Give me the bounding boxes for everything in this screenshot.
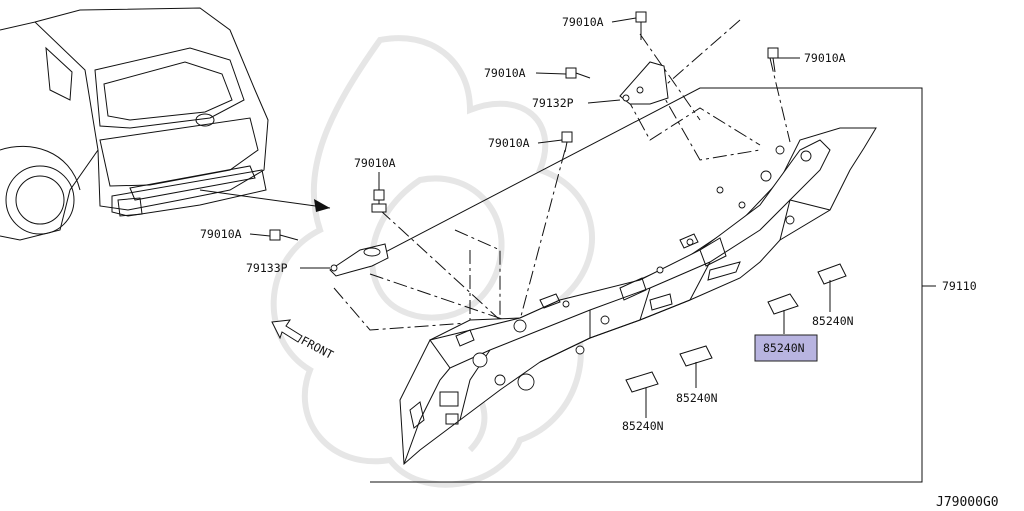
rear-panel-79110 [399, 127, 877, 466]
callout-labels: 79010A 79010A 79010A 79132P 79010A 79010… [200, 15, 977, 433]
leader-dash-lines [333, 19, 791, 331]
label-clip-d[interactable]: 85240N [622, 419, 664, 433]
bolt-icons [269, 11, 779, 241]
clip-icons [625, 263, 847, 393]
label-clip-a[interactable]: 85240N [812, 314, 854, 328]
label-bracket-right[interactable]: 79132P [532, 96, 574, 110]
label-bolt-center[interactable]: 79010A [488, 136, 530, 150]
bolt-icon [565, 67, 591, 79]
vehicle-rear-illustration [0, 7, 331, 241]
bolt-icon [635, 11, 647, 40]
label-bolt-left-lower[interactable]: 79010A [200, 227, 242, 241]
bolt-icon [371, 189, 387, 213]
clip-icon [817, 263, 847, 285]
label-bolt-top[interactable]: 79010A [562, 15, 604, 29]
label-bolt-mid-left[interactable]: 79010A [484, 66, 526, 80]
diagram-code: J79000G0 [936, 495, 999, 510]
clip-icon [625, 371, 659, 393]
bracket-79132P [619, 61, 669, 105]
selected-part-highlight[interactable] [754, 334, 818, 362]
bolt-icon [561, 131, 573, 153]
assembly-frame [369, 87, 923, 483]
bracket-79133P [329, 243, 389, 277]
label-bolt-left-upper[interactable]: 79010A [354, 156, 396, 170]
label-clip-b[interactable]: 85240N [763, 341, 805, 355]
label-leaders [249, 17, 936, 418]
label-bracket-left[interactable]: 79133P [246, 261, 288, 275]
label-panel[interactable]: 79110 [942, 279, 977, 293]
clip-icon [767, 293, 799, 315]
label-clip-c[interactable]: 85240N [676, 391, 718, 405]
front-arrow-icon [271, 319, 303, 343]
bolt-icon [767, 47, 779, 73]
bolt-icon [269, 229, 299, 241]
front-label: FRONT [299, 333, 336, 362]
label-bolt-top-right[interactable]: 79010A [804, 51, 846, 65]
clip-icon [679, 345, 713, 367]
